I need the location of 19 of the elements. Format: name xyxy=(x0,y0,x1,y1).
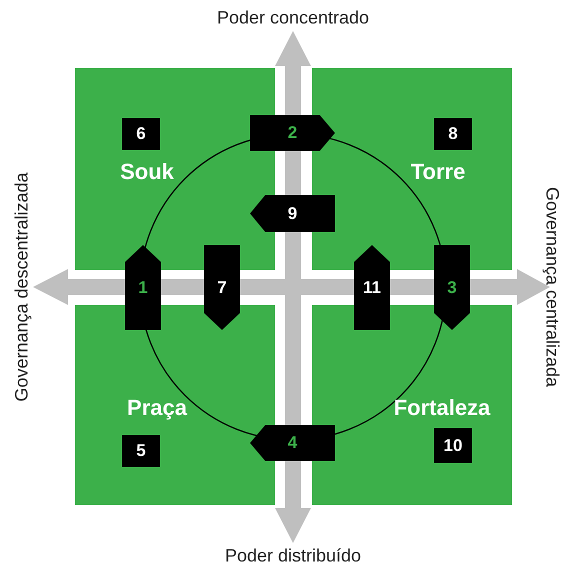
axis-label: Governança centralizada xyxy=(542,186,562,388)
quadrant-panel xyxy=(75,68,275,270)
number-badge: 10 xyxy=(434,428,472,463)
number-badge: 5 xyxy=(122,435,160,467)
arrow-tag: 4 xyxy=(250,425,335,461)
arrow-tag: 9 xyxy=(250,195,335,232)
arrow-tag: 2 xyxy=(250,115,335,151)
quadrant-title: Souk xyxy=(120,159,174,185)
axis-label: Poder distribuído xyxy=(224,546,362,566)
quadrant-title: Fortaleza xyxy=(394,395,490,421)
axis-label: Poder concentrado xyxy=(216,8,370,28)
quadrant-panel xyxy=(75,305,275,505)
number-badge: 8 xyxy=(434,118,472,150)
quadrant-title: Praça xyxy=(127,395,187,421)
number-badge: 6 xyxy=(122,118,160,150)
quadrant-panel xyxy=(312,68,512,270)
axis-label: Governança descentralizada xyxy=(12,172,32,402)
quadrant-title: Torre xyxy=(410,159,466,185)
quadrant-panel xyxy=(312,305,512,505)
